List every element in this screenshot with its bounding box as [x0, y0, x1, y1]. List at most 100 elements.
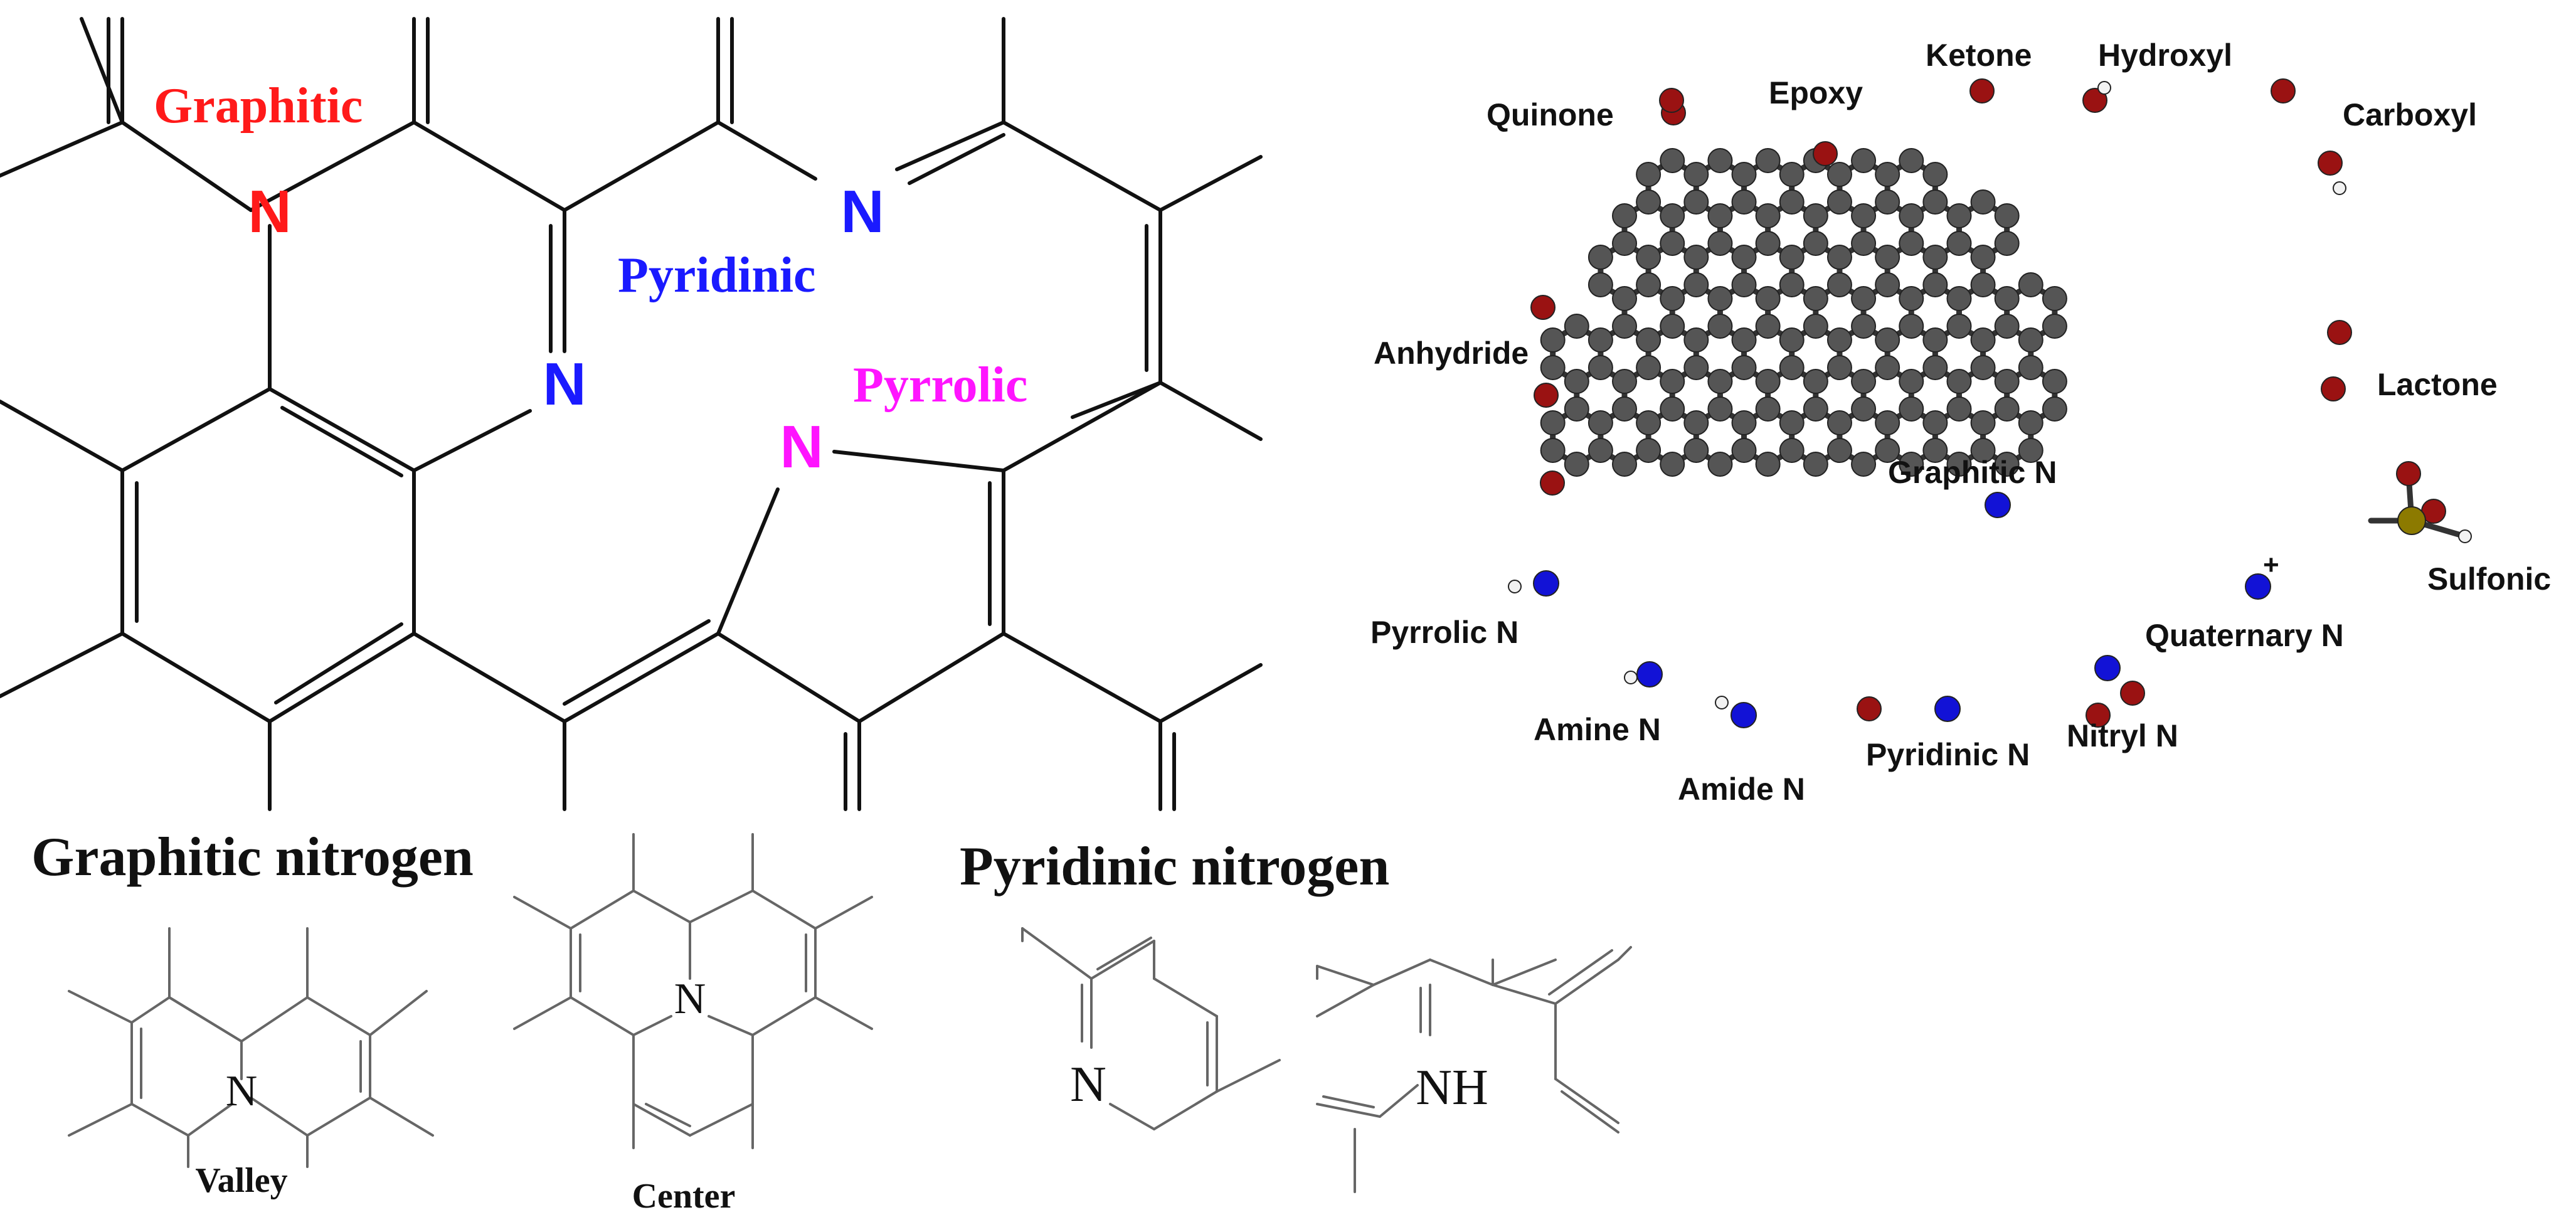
nitrogen-atom [1985, 492, 2011, 518]
pyridinic-n-atom: N [543, 351, 586, 418]
carbon-atom [1612, 452, 1637, 477]
pyridine-fragment [1021, 927, 1281, 1130]
panel-b-atoms [1508, 78, 2472, 728]
carbon-atom [1779, 410, 1805, 435]
oxygen-atom [2120, 681, 2145, 706]
carbon-atom [1826, 438, 1852, 463]
carbon-atom [1636, 438, 1662, 463]
carbon-atom [1851, 452, 1877, 477]
carbon-atom [1803, 314, 1828, 339]
pyrrolic-label: Pyrrolic [853, 358, 1027, 413]
carbon-atom [1587, 410, 1613, 435]
carbon-atom [1707, 203, 1733, 228]
panel-c-title: Graphitic nitrogen [31, 827, 474, 888]
label-nitryl-n: Nitryl N [2067, 718, 2178, 753]
carbon-atom [1660, 452, 1685, 477]
oxygen-atom [2318, 151, 2343, 176]
carbon-atom [1612, 203, 1637, 228]
carbon-atom [2042, 314, 2067, 339]
hydrogen-atom [1508, 580, 1522, 593]
carbon-atom [1851, 314, 1877, 339]
carbon-atom [1564, 314, 1589, 339]
carbon-atom [2042, 369, 2067, 394]
nitrogen-atom [1934, 696, 1961, 722]
carbon-atom [1587, 438, 1613, 463]
carbon-atom [1636, 245, 1662, 270]
panel-b-ball-stick-model: Quinone Epoxy Ketone Hydroxyl Carboxyl A… [1370, 38, 2551, 807]
carbon-atom [1994, 314, 2020, 339]
carbon-atom [1612, 396, 1637, 422]
carbon-atom [1994, 231, 2020, 256]
center-label: Center [632, 1177, 736, 1216]
carbon-atom [1851, 203, 1877, 228]
oxygen-atom [2082, 88, 2107, 113]
oxygen-atom [1857, 696, 1882, 721]
carbon-atom [1755, 314, 1781, 339]
oxygen-atom [2321, 376, 2346, 401]
carbon-atom [1875, 438, 1900, 463]
nitrogen-atom [2245, 573, 2271, 600]
carbon-atom [1731, 438, 1757, 463]
carbon-atom [1660, 231, 1685, 256]
carbon-atom [1803, 396, 1828, 422]
oxygen-atom [1530, 295, 1556, 320]
oxygen-atom [1969, 78, 1995, 104]
nitrogen-atom [1636, 661, 1663, 688]
carbon-atom [1636, 272, 1662, 297]
carbon-atom [2018, 327, 2043, 353]
carbon-atom [1946, 203, 1972, 228]
carbon-atom [1755, 286, 1781, 311]
carbon-atom [1851, 231, 1877, 256]
carbon-atom [1540, 438, 1566, 463]
carbon-atom [1660, 286, 1685, 311]
carbon-atom [1922, 245, 1948, 270]
carbon-atom [1899, 231, 1924, 256]
carbon-atom [1587, 245, 1613, 270]
carbon-atom [1755, 148, 1781, 173]
oxygen-atom [1534, 383, 1559, 408]
nitrogen-atom [1731, 702, 1757, 728]
pyridinic-n-atom-top: N [840, 178, 884, 245]
carbon-atom [1970, 272, 1996, 297]
carbon-atom [1826, 355, 1852, 380]
carbon-atom [1970, 438, 1996, 463]
carbon-atom [2018, 410, 2043, 435]
carbon-atom [1660, 314, 1685, 339]
carbon-atom [1587, 272, 1613, 297]
carbon-atom [2042, 286, 2067, 311]
carbon-atom [1683, 355, 1709, 380]
carbon-atom [2042, 396, 2067, 422]
label-graphitic-n: Graphitic N [1888, 455, 2057, 490]
label-carboxyl: Carboxyl [2343, 97, 2477, 132]
center-n-atom: N [674, 975, 706, 1023]
carbon-atom [1755, 396, 1781, 422]
carbon-atom [1660, 203, 1685, 228]
carbon-atom [1683, 162, 1709, 187]
label-hydroxyl: Hydroxyl [2098, 38, 2232, 73]
carbon-atom [1755, 452, 1781, 477]
carbon-atom [1851, 286, 1877, 311]
label-amide-n: Amide N [1678, 772, 1805, 807]
pyridinic-n-atom-small: N [1070, 1057, 1106, 1112]
carbon-atom [1540, 410, 1566, 435]
carbon-atom [1755, 231, 1781, 256]
carbon-atom [1826, 189, 1852, 215]
carbon-atom [1731, 189, 1757, 215]
carbon-atom [1875, 272, 1900, 297]
carbon-atom [1779, 272, 1805, 297]
carbon-atom [1564, 452, 1589, 477]
valley-n-atom: N [226, 1067, 258, 1115]
carbon-atom [2018, 355, 2043, 380]
oxygen-atom [1659, 88, 1684, 113]
carbon-atom [1731, 355, 1757, 380]
carbon-atom [1899, 286, 1924, 311]
label-plus-charge: + [2263, 550, 2279, 580]
label-anhydride: Anhydride [1374, 336, 1529, 371]
carbon-atom [1946, 314, 1972, 339]
carbon-atom [1683, 245, 1709, 270]
oxygen-atom [2086, 703, 2111, 728]
label-amine-n: Amine N [1534, 712, 1661, 747]
carbon-atom [1803, 286, 1828, 311]
